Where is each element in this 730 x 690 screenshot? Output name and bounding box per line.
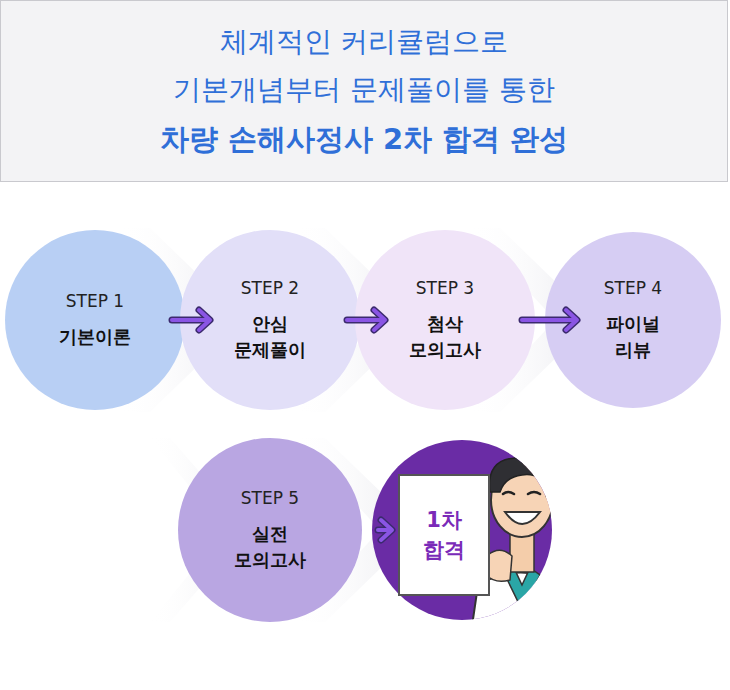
circle-fill <box>178 438 362 622</box>
step-label: STEP 3 <box>416 277 474 299</box>
step-title: 첨삭 모의고사 <box>405 311 485 363</box>
arrow-outline <box>522 317 576 324</box>
step-circle: STEP 1 기본이론 <box>5 230 185 410</box>
header-box: 체계적인 커리큘럼으로기본개념부터 문제풀이를 통한차량 손해사정사 2차 합격… <box>0 0 728 182</box>
hair <box>490 458 556 492</box>
step-title: 안심 문제풀이 <box>230 311 310 363</box>
step-label: STEP 5 <box>241 487 299 509</box>
final-circle <box>372 440 580 640</box>
arrow-stroke <box>347 318 384 322</box>
circle-outline <box>5 230 185 410</box>
arrow-stroke <box>522 318 576 322</box>
step-label: STEP 4 <box>604 277 662 299</box>
step-title: 기본이론 <box>59 324 131 350</box>
step-title: 실전 모의고사 <box>230 521 310 573</box>
header-title: 차량 손해사정사 2차 합격 완성 <box>160 114 569 164</box>
result-text: 1차 합격 <box>419 505 469 565</box>
step-label: STEP 2 <box>241 277 299 299</box>
circle-fill <box>180 230 360 410</box>
header-line: 기본개념부터 문제풀이를 통한 <box>173 66 555 114</box>
step-label: STEP 1 <box>66 290 124 312</box>
circle-fill <box>545 232 721 408</box>
smile <box>505 512 540 524</box>
circle-fill <box>5 230 185 410</box>
chevron-shadows <box>120 228 595 622</box>
arrow-stroke <box>172 318 209 322</box>
arrow-stroke <box>381 520 392 540</box>
step-title: 파이널 리뷰 <box>593 311 673 363</box>
flow-arrow <box>378 520 392 540</box>
header-line: 체계적인 커리큘럼으로 <box>220 18 509 66</box>
circle-fill <box>355 230 535 410</box>
paper-sign: 1차 합격 <box>398 474 490 596</box>
step-circle: STEP 5 실전 모의고사 <box>178 438 362 622</box>
eyes <box>503 492 540 494</box>
